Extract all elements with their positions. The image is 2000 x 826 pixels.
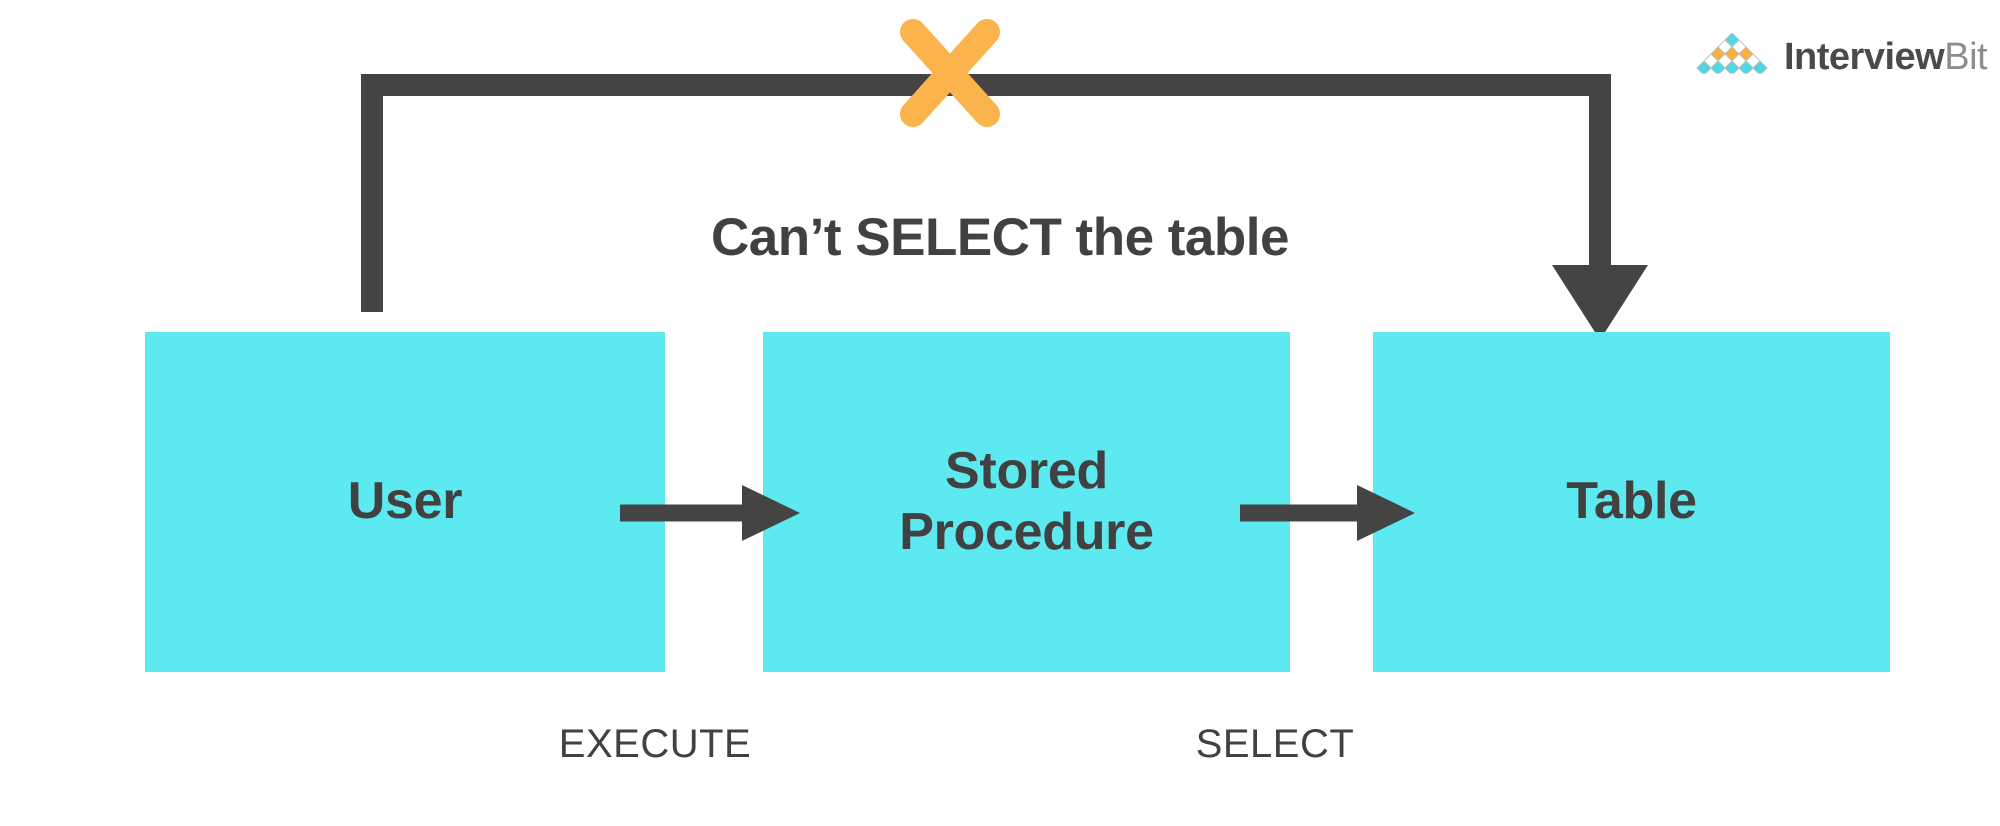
x-mark-icon bbox=[900, 19, 1000, 127]
node-table[interactable]: Table bbox=[1373, 332, 1890, 672]
edge-execute-arrow-icon bbox=[620, 485, 800, 541]
blocked-caption: Can’t SELECT the table bbox=[711, 208, 1289, 267]
logo-text-primary: Interview bbox=[1784, 36, 1945, 78]
logo-text-secondary: Bit bbox=[1944, 36, 1988, 78]
node-stored-procedure-label-line2: Procedure bbox=[899, 503, 1154, 561]
node-stored-procedure-label: Stored Procedure bbox=[899, 441, 1154, 564]
edge-select-arrow-icon bbox=[1240, 485, 1415, 541]
node-stored-procedure[interactable]: Stored Procedure bbox=[763, 332, 1290, 672]
interviewbit-wordmark: InterviewBit bbox=[1784, 36, 1988, 78]
diamond-pyramid-icon bbox=[1688, 33, 1774, 81]
edge-execute-label: EXECUTE bbox=[558, 722, 752, 766]
node-user[interactable]: User bbox=[145, 332, 665, 672]
node-stored-procedure-label-line1: Stored bbox=[945, 441, 1108, 500]
interviewbit-logo[interactable]: InterviewBit bbox=[1688, 33, 1988, 81]
node-user-label: User bbox=[347, 472, 463, 531]
node-table-label: Table bbox=[1566, 472, 1697, 531]
edge-select-label: SELECT bbox=[1195, 722, 1355, 766]
